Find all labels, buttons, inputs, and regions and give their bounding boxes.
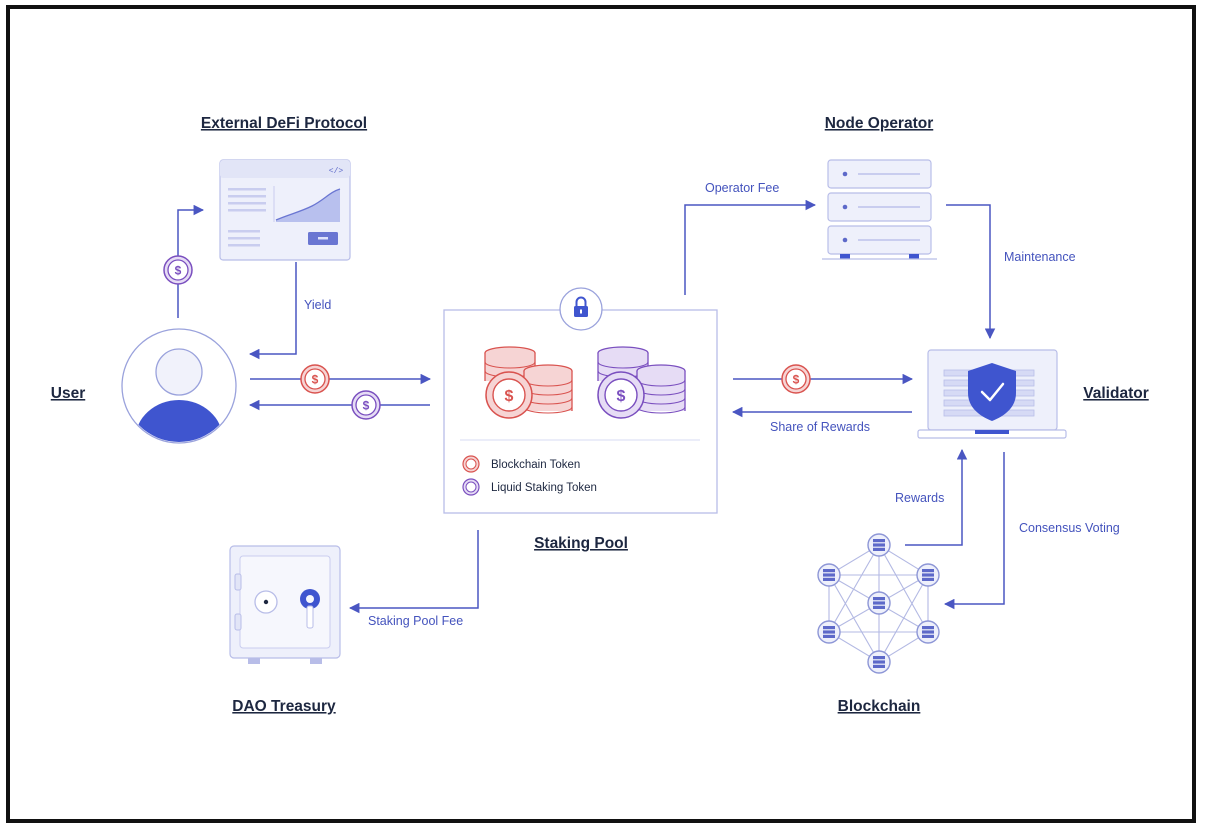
user: User — [51, 328, 237, 444]
rewards-arrow — [905, 448, 968, 546]
validator-heading: Validator — [1083, 385, 1148, 402]
server-icon — [822, 159, 937, 260]
liquid-token-coin-icon — [351, 390, 381, 420]
code-icon: </> — [329, 167, 344, 176]
legend-liquid-staking-token: Liquid Staking Token — [491, 482, 597, 494]
laptop-shield-icon — [917, 349, 1067, 439]
staking-pool-heading: Staking Pool — [534, 535, 628, 552]
blockchain: Blockchain — [817, 533, 940, 715]
avatar-icon — [121, 328, 237, 444]
user-heading: User — [51, 385, 85, 402]
share-of-rewards-label: Share of Rewards — [770, 420, 870, 434]
blockchain-token-coin-icon — [300, 364, 330, 394]
node-operator: Node Operator Operator Fee Maintenance — [705, 115, 1076, 264]
dollar-symbol: $ — [505, 388, 514, 405]
staking-pool-fee-arrow — [348, 530, 479, 614]
consensus-voting-arrow — [943, 452, 1005, 610]
maintenance-arrow — [946, 204, 996, 340]
maintenance-label: Maintenance — [1004, 250, 1076, 264]
dao-treasury: Staking Pool Fee DAO Treasury — [229, 545, 463, 715]
staking-pool-fee-label: Staking Pool Fee — [368, 614, 463, 628]
dao-treasury-heading: DAO Treasury — [232, 698, 336, 715]
dollar-symbol: $ — [617, 388, 626, 405]
legend-blockchain-token: Blockchain Token — [491, 459, 580, 471]
liquid-staking-token-stack-icon: $ — [597, 346, 686, 419]
lock-icon — [559, 287, 603, 331]
blockchain-network-icon — [817, 533, 940, 674]
node-operator-heading: Node Operator — [825, 115, 934, 132]
consensus-voting-label: Consensus Voting — [1019, 521, 1120, 535]
blockchain-token-stack-icon: $ — [484, 346, 573, 419]
liquid-token-coin-icon — [163, 255, 193, 285]
legend: Blockchain Token Liquid Staking Token — [462, 455, 597, 496]
external-defi-heading: External DeFi Protocol — [201, 115, 367, 132]
operator-fee-arrow — [684, 199, 817, 295]
staking-pool: $ $ Blockchain Token Liquid Staking — [443, 287, 718, 552]
yield-arrow — [248, 262, 297, 360]
yield-label: Yield — [304, 298, 331, 312]
operator-fee-label: Operator Fee — [705, 181, 779, 195]
vault-safe-icon — [229, 545, 341, 664]
validator: Validator Share of Rewards Rewards Conse… — [770, 349, 1149, 535]
browser-window-icon: </> — [219, 159, 351, 261]
external-defi-protocol: External DeFi Protocol </> Yield — [201, 115, 367, 312]
rewards-label: Rewards — [895, 491, 944, 505]
blockchain-heading: Blockchain — [838, 698, 921, 715]
blockchain-token-coin-icon — [781, 364, 811, 394]
